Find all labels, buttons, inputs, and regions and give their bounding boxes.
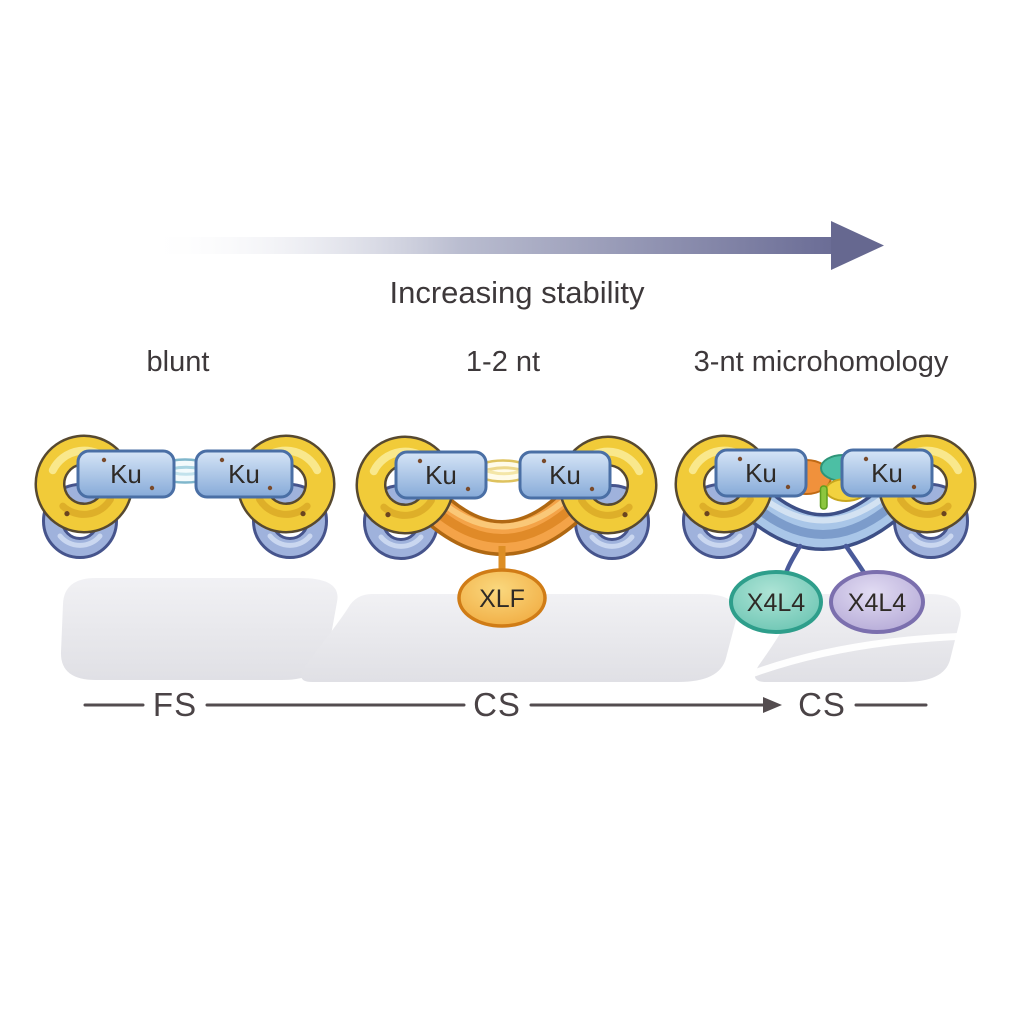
stability-arrow-head: [831, 221, 884, 270]
complex-3nt-microhomology: Ku Ku X4L4 X4L4: [686, 446, 966, 634]
stability-arrow-label: Increasing stability: [389, 275, 645, 310]
ku-label: Ku: [228, 459, 260, 489]
synapsis-label-cs-right: CS: [798, 686, 846, 723]
complex-blunt: Ku Ku: [46, 446, 325, 548]
ku-band: Ku: [194, 449, 294, 499]
x4l4-label: X4L4: [848, 589, 906, 617]
x4l4-oval-purple: X4L4: [829, 570, 925, 634]
complex-1-2nt: Ku Ku XLF: [367, 447, 647, 628]
column-label-3nt-microhomology: 3-nt microhomology: [694, 346, 949, 378]
ku-label: Ku: [871, 458, 903, 488]
axis-arrow-head: [763, 697, 782, 713]
shadow-platform-left: [60, 578, 338, 680]
ku-label: Ku: [549, 460, 581, 490]
synapsis-label-cs-middle: CS: [473, 686, 521, 723]
xlf-stem: [498, 546, 506, 574]
platform-highlight-swoosh: [674, 632, 971, 713]
ku-band: Ku: [394, 450, 488, 500]
ku-band: Ku: [840, 448, 934, 498]
ku-label: Ku: [110, 459, 142, 489]
x4l4-label: X4L4: [747, 589, 805, 617]
ku-band: Ku: [714, 448, 808, 498]
shadow-platform-middle: [301, 594, 737, 682]
synapsis-label-fs: FS: [153, 686, 197, 723]
xlf-label: XLF: [479, 585, 525, 613]
ku-band: Ku: [518, 450, 612, 500]
ku-label: Ku: [425, 460, 457, 490]
column-label-1-2nt: 1-2 nt: [466, 346, 540, 378]
stability-arrow: [155, 221, 884, 270]
ku-band: Ku: [76, 449, 176, 499]
x4l4-oval-teal: X4L4: [729, 570, 823, 634]
stability-arrow-shaft: [155, 237, 831, 254]
column-label-blunt: blunt: [147, 346, 210, 378]
ku-label: Ku: [745, 458, 777, 488]
xlf-oval: XLF: [457, 568, 547, 628]
